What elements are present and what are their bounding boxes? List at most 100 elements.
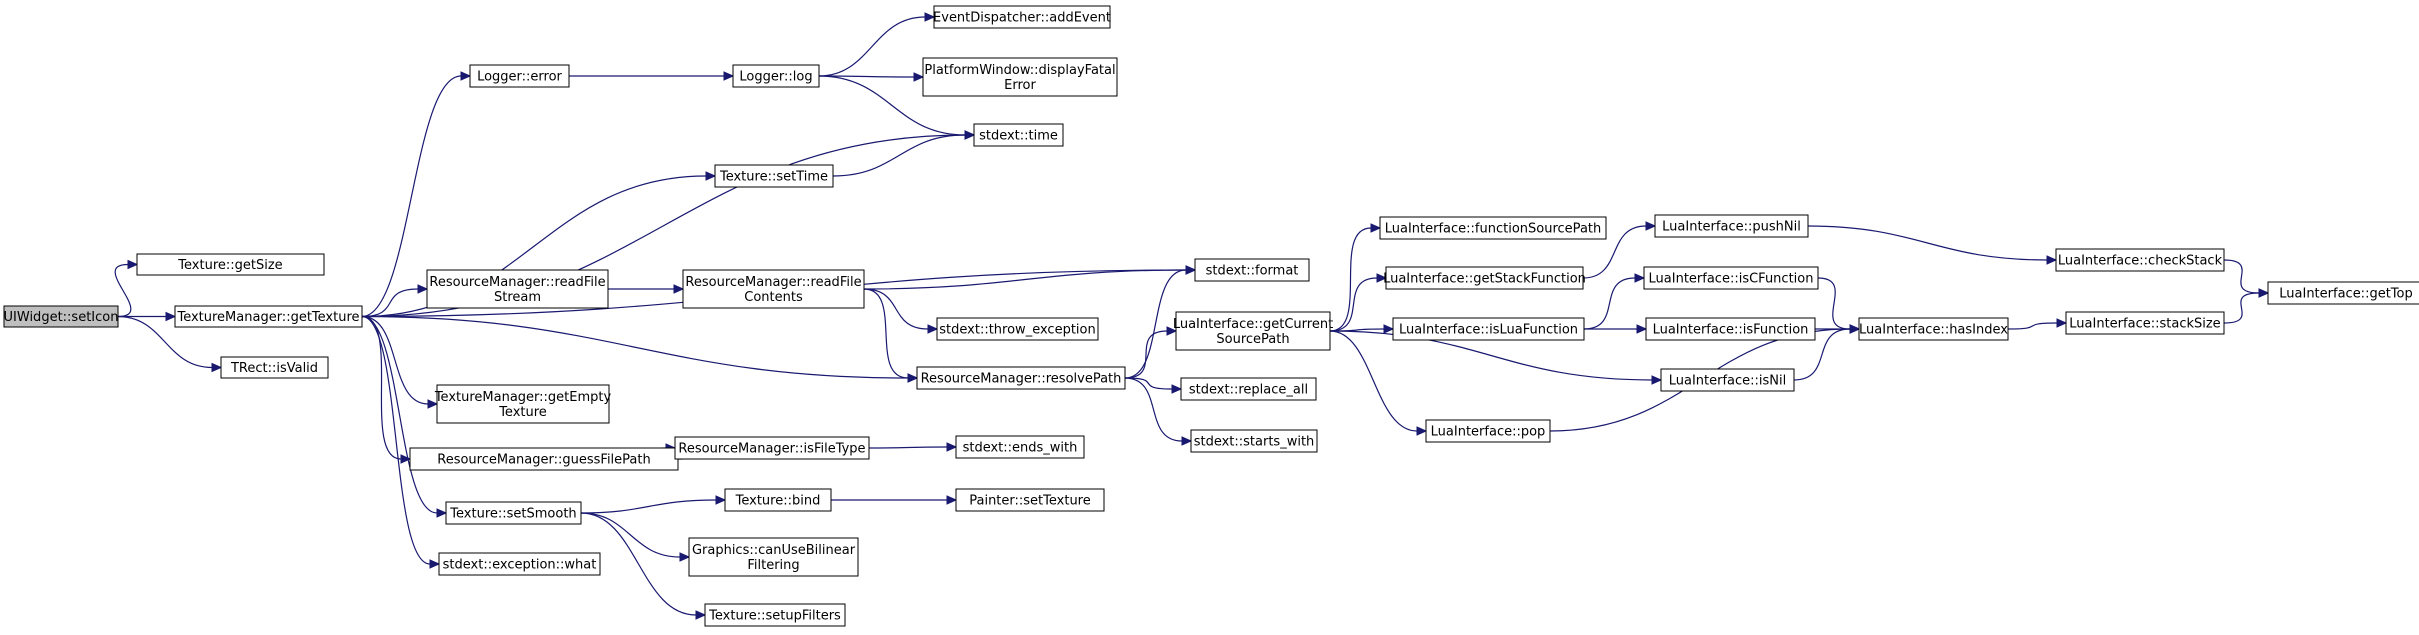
node-pop[interactable]: LuaInterface::pop — [1425, 419, 1551, 443]
node-label: LuaInterface::getCurrent — [1173, 317, 1333, 332]
node-stackSize[interactable]: LuaInterface::stackSize — [2065, 311, 2225, 335]
node-setupFilters[interactable]: Texture::setupFilters — [704, 603, 846, 627]
edge-isLuaFunction-to-isCFunction — [1583, 273, 1646, 330]
edge-line — [1793, 328, 1851, 381]
arrowhead-icon — [946, 442, 958, 452]
node-label: Texture::setupFilters — [708, 609, 841, 624]
node-hasIndex[interactable]: LuaInterface::hasIndex — [1858, 317, 2009, 341]
edge-line — [1124, 269, 1187, 379]
node-isCFunction[interactable]: LuaInterface::isCFunction — [1643, 266, 1819, 290]
arrowhead-icon — [417, 284, 429, 294]
edge-resolvePath-to-getCurrentSourcePath — [1124, 326, 1178, 379]
node-guessFilePath[interactable]: ResourceManager::guessFilePath — [409, 447, 679, 471]
node-label: LuaInterface::isCFunction — [1649, 272, 1814, 287]
edge-line — [580, 512, 681, 558]
edge-stackSize-to-getTop — [2223, 288, 2270, 324]
node-resolvePath[interactable]: ResourceManager::resolvePath — [916, 366, 1126, 390]
edge-line — [2223, 292, 2260, 324]
arrowhead-icon — [1185, 265, 1197, 275]
edge-line — [863, 269, 1187, 290]
node-box — [426, 269, 609, 309]
edge-line — [2007, 322, 2058, 330]
edge-line — [863, 288, 929, 330]
node-isFunction[interactable]: LuaInterface::isFunction — [1645, 317, 1816, 341]
node-label: Texture::setSmooth — [449, 507, 576, 522]
node-bind[interactable]: Texture::bind — [724, 488, 832, 512]
node-getTexture[interactable]: TextureManager::getTexture — [174, 305, 363, 328]
edge-line — [2223, 259, 2260, 294]
node-layer: UIWidget::setIconTexture::getSizeTexture… — [3, 5, 2419, 627]
node-box — [136, 253, 325, 276]
edge-line — [580, 512, 697, 616]
edge-resolvePath-to-replaceAll — [1124, 377, 1183, 394]
edge-setSmooth-to-setupFilters — [580, 512, 707, 620]
arrowhead-icon — [1651, 375, 1663, 385]
node-isNil[interactable]: LuaInterface::isNil — [1660, 368, 1795, 392]
node-endsWith[interactable]: stdext::ends_with — [955, 435, 1085, 459]
edge-log-to-displayFatal — [818, 72, 925, 82]
node-getTop[interactable]: LuaInterface::getTop — [2267, 281, 2419, 305]
node-setTime[interactable]: Texture::setTime — [714, 164, 834, 188]
edge-getTexture-to-error — [361, 71, 472, 318]
edge-root-to-getTexture — [118, 311, 177, 322]
node-label: Texture::bind — [735, 494, 821, 509]
node-isLuaFunction[interactable]: LuaInterface::isLuaFunction — [1392, 317, 1585, 341]
node-log[interactable]: Logger::log — [732, 64, 820, 88]
node-box — [469, 64, 570, 88]
node-pushNil[interactable]: LuaInterface::pushNil — [1654, 214, 1809, 238]
node-label: TextureManager::getTexture — [176, 310, 359, 325]
arrowhead-icon — [907, 373, 919, 383]
node-getStackFunction[interactable]: LuaInterface::getStackFunction — [1383, 266, 1586, 290]
node-box — [714, 164, 834, 188]
node-startsWith[interactable]: stdext::starts_with — [1190, 429, 1318, 453]
node-label: SourcePath — [1216, 332, 1289, 347]
node-label: LuaInterface::isLuaFunction — [1399, 323, 1578, 338]
node-label: Contents — [744, 290, 803, 305]
node-box — [1654, 214, 1809, 238]
node-box — [1379, 216, 1607, 240]
node-throwException[interactable]: stdext::throw_exception — [936, 317, 1099, 341]
arrowhead-icon — [1634, 273, 1646, 283]
node-setSmooth[interactable]: Texture::setSmooth — [445, 501, 582, 525]
node-isValid[interactable]: TRect::isValid — [220, 356, 329, 379]
edge-getStackFunction-to-pushNil — [1582, 221, 1657, 279]
node-replaceAll[interactable]: stdext::replace_all — [1180, 377, 1317, 401]
node-isFileType[interactable]: ResourceManager::isFileType — [674, 436, 870, 460]
node-root[interactable]: UIWidget::setIcon — [3, 305, 119, 328]
node-exceptionWhat[interactable]: stdext::exception::what — [438, 552, 601, 576]
edge-resolvePath-to-startsWith — [1124, 377, 1193, 446]
node-functionSourcePath[interactable]: LuaInterface::functionSourcePath — [1379, 216, 1607, 240]
node-addEvent[interactable]: EventDispatcher::addEvent — [933, 5, 1111, 29]
node-box — [2267, 281, 2419, 305]
edge-setSmooth-to-canUseBilinear — [580, 512, 691, 562]
node-box — [682, 269, 865, 309]
edge-line — [361, 315, 429, 405]
edge-line — [863, 288, 909, 379]
node-label: stdext::ends_with — [963, 441, 1078, 456]
edge-getCurrentSourcePath-to-getStackFunction — [1329, 273, 1388, 332]
edge-error-to-log — [569, 71, 735, 81]
node-error[interactable]: Logger::error — [469, 64, 570, 88]
edge-getCurrentSourcePath-to-functionSourcePath — [1329, 223, 1382, 332]
edge-getTexture-to-readFileStream — [361, 284, 429, 318]
node-checkStack[interactable]: LuaInterface::checkStack — [2055, 248, 2225, 272]
arrowhead-icon — [695, 610, 707, 620]
edge-line — [361, 315, 438, 514]
arrowhead-icon — [679, 552, 691, 562]
edge-line — [1329, 277, 1378, 332]
arrowhead-icon — [400, 454, 412, 464]
arrowhead-icon — [211, 362, 223, 373]
node-format[interactable]: stdext::format — [1194, 258, 1310, 282]
node-setTextureP[interactable]: Painter::setTexture — [955, 488, 1105, 512]
node-getSize[interactable]: Texture::getSize — [136, 253, 325, 276]
edge-line — [114, 263, 132, 318]
node-time[interactable]: stdext::time — [973, 123, 1064, 147]
node-box — [922, 57, 1118, 97]
